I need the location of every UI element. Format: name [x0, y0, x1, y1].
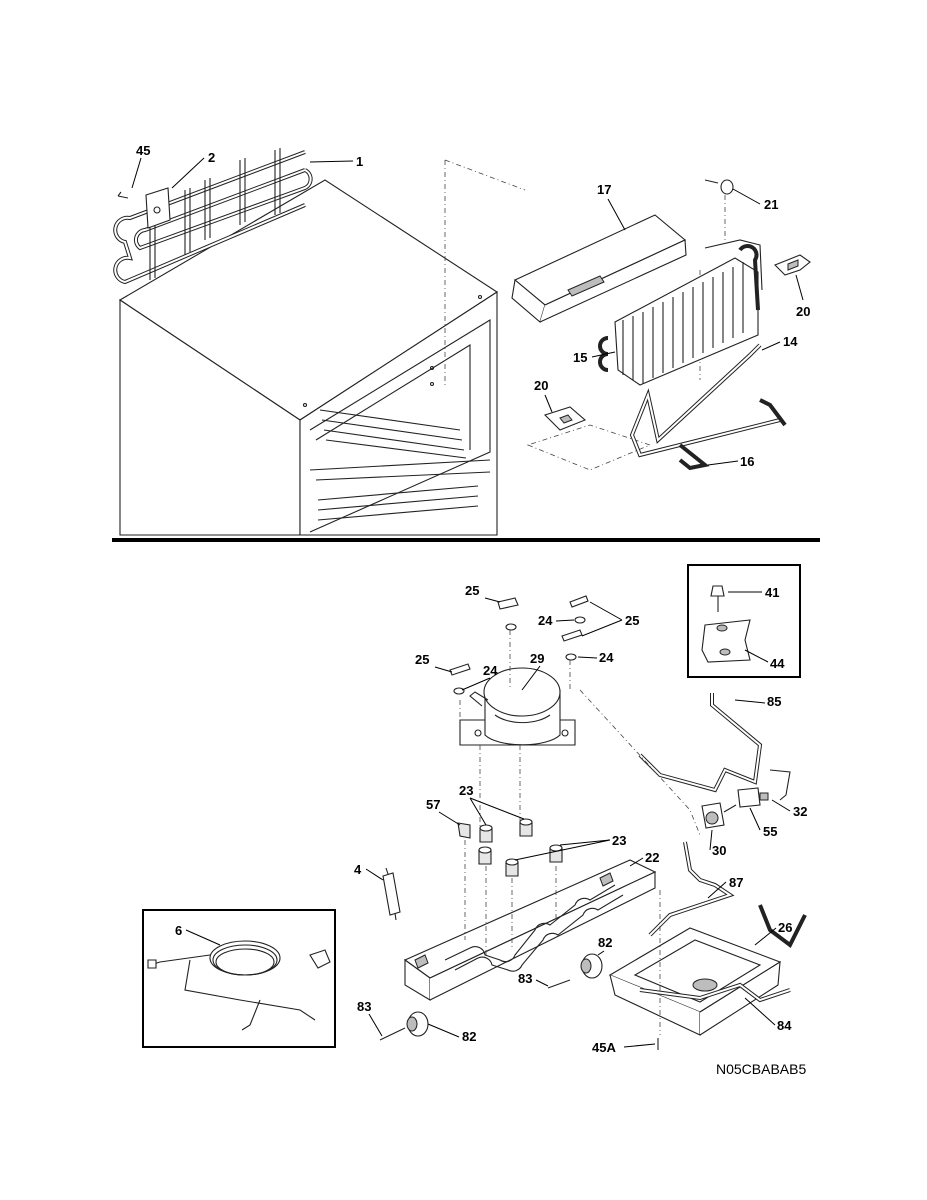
callout-26: 26 [778, 920, 792, 935]
callout-57: 57 [426, 797, 440, 812]
callout-82: 82 [462, 1029, 476, 1044]
callout-21: 21 [764, 197, 778, 212]
callout-23: 23 [459, 783, 473, 798]
inset-power-cord-box: 6 [142, 909, 336, 1048]
callout-20: 20 [796, 304, 810, 319]
callout-45A: 45A [592, 1040, 616, 1055]
compressor-base-plate [403, 859, 657, 1001]
refrigerator-cabinet [118, 179, 499, 536]
relay-55 [737, 787, 769, 808]
callout-6: 6 [175, 923, 182, 938]
callout-24: 24 [599, 650, 614, 665]
freezer-grille [317, 409, 479, 521]
defrost-heater [629, 343, 787, 471]
evaporator-bracket-left [543, 406, 587, 431]
callout-45: 45 [136, 143, 150, 158]
callout-23: 23 [612, 833, 626, 848]
condenser-coil [113, 148, 313, 285]
callout-17: 17 [597, 182, 611, 197]
screw-83-right [547, 979, 571, 989]
callout-84: 84 [777, 1018, 792, 1033]
drain-pan-82-left [406, 1011, 429, 1037]
compressor-grommets [478, 818, 563, 877]
wire-32 [769, 769, 791, 801]
callout-41: 41 [765, 585, 779, 600]
drain-pan-82-right [580, 953, 603, 979]
callout-16: 16 [740, 454, 754, 469]
evaporator-bracket-right [774, 254, 811, 276]
callout-55: 55 [763, 824, 777, 839]
defrost-drain-pan [608, 927, 782, 1036]
mounting-bracket [145, 187, 171, 229]
screw-45 [117, 191, 129, 199]
callout-44: 44 [770, 656, 785, 671]
callout-85: 85 [767, 694, 781, 709]
section-divider [112, 538, 820, 542]
callout-20: 20 [534, 378, 548, 393]
callout-83: 83 [357, 999, 371, 1014]
drier-4 [382, 867, 401, 921]
callout-14: 14 [783, 334, 798, 349]
drier-filter [704, 179, 734, 195]
screw-83-left [379, 1027, 406, 1041]
tubing-85 [638, 693, 763, 793]
callout-4: 4 [354, 862, 362, 877]
callout-2: 2 [208, 150, 215, 165]
callout-25: 25 [415, 652, 429, 667]
callout-87: 87 [729, 875, 743, 890]
callout-1: 1 [356, 154, 363, 169]
callout-22: 22 [645, 850, 659, 865]
evaporator-drain-trough [511, 214, 687, 323]
overload-30 [701, 802, 737, 829]
callout-25: 25 [465, 583, 479, 598]
callout-24: 24 [483, 663, 498, 678]
callout-30: 30 [712, 843, 726, 858]
inset-bracket-box: 41 44 [687, 564, 801, 678]
callout-25: 25 [625, 613, 639, 628]
callout-32: 32 [793, 804, 807, 819]
compressor [459, 667, 576, 746]
callout-24: 24 [538, 613, 553, 628]
callout-29: 29 [530, 651, 544, 666]
clip-57 [457, 822, 471, 839]
callout-15: 15 [573, 350, 587, 365]
callout-83: 83 [518, 971, 532, 986]
mounting-hardware [449, 595, 589, 695]
callout-82: 82 [598, 935, 612, 950]
diagram-code: N05CBABAB5 [716, 1061, 806, 1077]
